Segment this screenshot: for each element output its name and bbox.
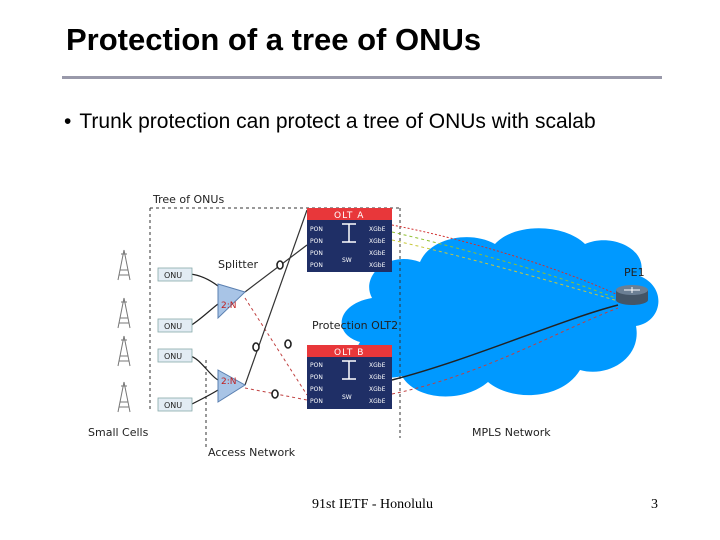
bullet-point: • Trunk protection can protect a tree of … xyxy=(64,110,720,134)
olt-b-label: OLT B xyxy=(334,348,364,358)
olt-a: OLT A PON PON PON PON XGbE XGbE XGbE XGb… xyxy=(307,208,392,272)
pon-port: PON xyxy=(310,386,323,393)
onu-label: ONU xyxy=(164,322,182,331)
fiber-connectors xyxy=(252,260,292,399)
switch-label: SW xyxy=(342,257,352,264)
pon-port: PON xyxy=(310,374,323,381)
tree-boundary xyxy=(149,207,401,448)
splitter-1: 2:N xyxy=(217,283,246,320)
xgbe-port: XGbE xyxy=(369,386,386,393)
pon-port: PON xyxy=(310,226,323,233)
xgbe-port: XGbE xyxy=(369,262,386,269)
onu-box: ONU xyxy=(157,348,193,363)
olt-b: OLT B PON PON PON PON XGbE XGbE XGbE XGb… xyxy=(307,345,392,409)
onu-label: ONU xyxy=(164,271,182,280)
cell-tower-icon xyxy=(117,335,131,367)
cell-tower-icon xyxy=(117,297,131,329)
footer-event: 91st IETF - Honolulu xyxy=(312,497,433,512)
olt-a-label: OLT A xyxy=(334,211,364,221)
protection-olt-label: Protection OLT2 xyxy=(312,319,398,332)
cell-tower-icon xyxy=(117,381,131,413)
xgbe-port: XGbE xyxy=(369,362,386,369)
pe1-label: PE1 xyxy=(624,266,645,279)
mpls-network-label: MPLS Network xyxy=(472,426,551,439)
splitter-1-ratio: 2:N xyxy=(221,301,237,311)
page-number: 3 xyxy=(651,497,658,512)
bullet-dot: • xyxy=(64,110,72,133)
router-icon xyxy=(616,285,648,305)
xgbe-port: XGbE xyxy=(369,398,386,405)
xgbe-port: XGbE xyxy=(369,226,386,233)
pon-port: PON xyxy=(310,362,323,369)
mpls-cloud xyxy=(341,228,659,397)
splitter-2-ratio: 2:N xyxy=(221,377,237,387)
small-cells-label: Small Cells xyxy=(88,426,149,439)
pon-port: PON xyxy=(310,238,323,245)
splitter-label: Splitter xyxy=(218,258,258,271)
bullet-text: Trunk protection can protect a tree of O… xyxy=(79,110,596,133)
slide-title: Protection of a tree of ONUs xyxy=(66,22,482,57)
fiber-links xyxy=(189,209,619,406)
onu-box: ONU xyxy=(157,267,193,282)
access-network-label: Access Network xyxy=(208,446,296,459)
network-diagram: Splitter 2:N 2:N ONU ONU ONU ONU OLT A xyxy=(88,193,659,459)
switch-label: SW xyxy=(342,394,352,401)
onu-box: ONU xyxy=(157,318,193,333)
xgbe-port: XGbE xyxy=(369,238,386,245)
xgbe-port: XGbE xyxy=(369,250,386,257)
pon-port: PON xyxy=(310,262,323,269)
onu-label: ONU xyxy=(164,401,182,410)
splitter-2: 2:N xyxy=(217,369,246,403)
pon-port: PON xyxy=(310,398,323,405)
xgbe-port: XGbE xyxy=(369,374,386,381)
tree-of-onus-label: Tree of ONUs xyxy=(152,193,224,206)
cell-tower-icon xyxy=(117,249,131,281)
title-rule xyxy=(62,76,662,79)
onu-label: ONU xyxy=(164,352,182,361)
pon-port: PON xyxy=(310,250,323,257)
onu-box: ONU xyxy=(157,397,193,412)
